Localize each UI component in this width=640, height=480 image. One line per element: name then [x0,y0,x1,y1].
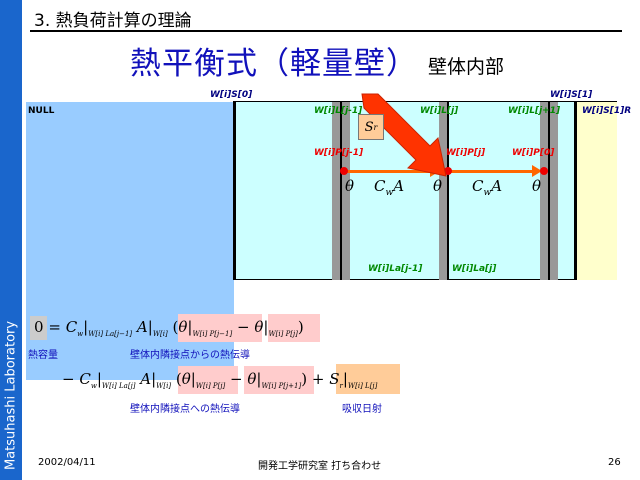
theta-symbol: θ [181,370,191,388]
layer-label-current: W[i]L[j] [420,106,459,116]
equation-line-1: 0 = Cw|W[i] La[j−1] A|W[i] (θ|W[i] P[j−1… [34,318,304,338]
conduction-to-note: 壁体内隣接点への熱伝導 [130,404,240,415]
surface-label-s0: W[i]S[0] [210,90,253,100]
page-subtitle: 壁体内部 [428,56,505,78]
cw-subscript: w [77,330,84,338]
line2-theta-sub-a: W[i] P[j] [195,382,226,390]
line2-cw-sub: W[i] La[j] [101,382,136,390]
layer-label-next: W[i]L[j+1] [508,106,561,116]
layer-bar [550,102,558,280]
cw-sub-1: W[i] La[j−1] [88,330,133,338]
theta-sub-b: W[i] P[j] [268,330,298,338]
conduction-from-note: 壁体内隣接点からの熱伝導 [130,350,250,361]
a-sub-1: W[i] [152,330,168,338]
sr-subscript: r [339,382,343,390]
conduction-symbol-right: CwA [472,177,502,198]
theta-line2-highlight-a [178,366,238,394]
wall-right-edge [575,102,577,280]
theta-current-highlight [268,314,320,342]
sr-sub: W[i] L[j] [347,382,378,390]
theta-prev-highlight [178,314,262,342]
cw-symbol: C [374,177,386,195]
zero-term: 0 [34,318,44,336]
point-label-current: W[i]P[j] [446,148,486,158]
equation-line-2: − Cw|W[i] La[j] A|W[i] (θ|W[i] P[j] − θ|… [62,370,378,390]
cw-symbol: C [79,370,91,388]
surface-label-s1r: W[i]S[1]R [582,106,632,116]
theta-symbol: θ [254,318,264,336]
line2-a-sub: W[i] [156,382,172,390]
theta-symbol-right: θ [532,177,542,195]
theta-line2-highlight-b [244,366,314,394]
cw-subscript: w [483,188,492,198]
layer-boundary [548,102,550,280]
area-symbol: A [393,177,405,195]
node-point-current [444,167,452,175]
conduction-symbol-left: CwA [374,177,404,198]
cw-symbol: C [65,318,78,336]
layer-bar [540,102,548,280]
layer-bar [439,102,447,280]
line2-theta-sub-b: W[i] P[j+1] [261,382,302,390]
area-symbol: A [491,177,503,195]
theta-symbol: θ [247,370,257,388]
sr-symbol: S [364,119,374,135]
lower-layer-label-current: W[i]La[j] [452,264,497,274]
theta-symbol: θ [178,318,188,336]
footer-date: 2002/04/11 [38,457,96,468]
heat-flow-arrowhead-right [532,165,542,177]
wall-diagram: NULL W[i]S[0] W[i]S[1] W[i]S[1]R W[i]L[j… [22,90,640,380]
cw-symbol: C [472,177,484,195]
point-label-next: W[i]P[0] [512,148,555,158]
layer-bar [332,102,340,280]
footer-center-text: 開発工学研究室 打ち合わせ [258,461,382,472]
point-label-prev: W[i]P[j-1] [314,148,364,158]
solar-term-highlight [336,364,400,394]
area-symbol: A [136,318,148,336]
layer-boundary [447,102,449,280]
theta-symbol-left: θ [345,177,355,195]
theta-sub-a: W[i] P[j−1] [192,330,233,338]
cw-subscript: w [385,188,394,198]
title-divider [30,30,622,32]
equals-sign: = [48,318,61,336]
area-symbol: A [140,370,152,388]
wall-top-edge [233,101,617,102]
page-title: 熱平衡式（軽量壁） [130,46,418,82]
lab-name-label: Matsuhashi Laboratory [3,320,19,470]
absorbed-solar-note: 吸収日射 [342,404,382,415]
heat-capacity-note: 熱容量 [28,350,58,361]
sr-symbol: S [329,370,340,388]
layer-boundary [340,102,342,280]
theta-symbol-center: θ [433,177,443,195]
surface-label-s1: W[i]S[1] [550,90,593,100]
layer-label-prev: W[i]L[j-1] [314,106,363,116]
null-label: NULL [28,106,55,116]
outer-surface-zone [577,102,617,280]
heat-flow-arrow-right [448,170,536,173]
wall-left-edge [233,102,236,280]
cw-subscript: w [90,382,97,390]
sidebar: Matsuhashi Laboratory [0,0,22,480]
page-number: 26 [608,457,621,468]
heat-flow-arrow-left [346,170,434,173]
node-point-next [540,167,548,175]
lower-layer-label-prev: W[i]La[j-1] [368,264,423,274]
node-point-prev [340,167,348,175]
sr-subscript: r [373,122,378,132]
layer-bar [342,102,350,280]
section-title: 3. 熱負荷計算の理論 [34,11,192,31]
heat-capacity-highlight [30,316,47,340]
